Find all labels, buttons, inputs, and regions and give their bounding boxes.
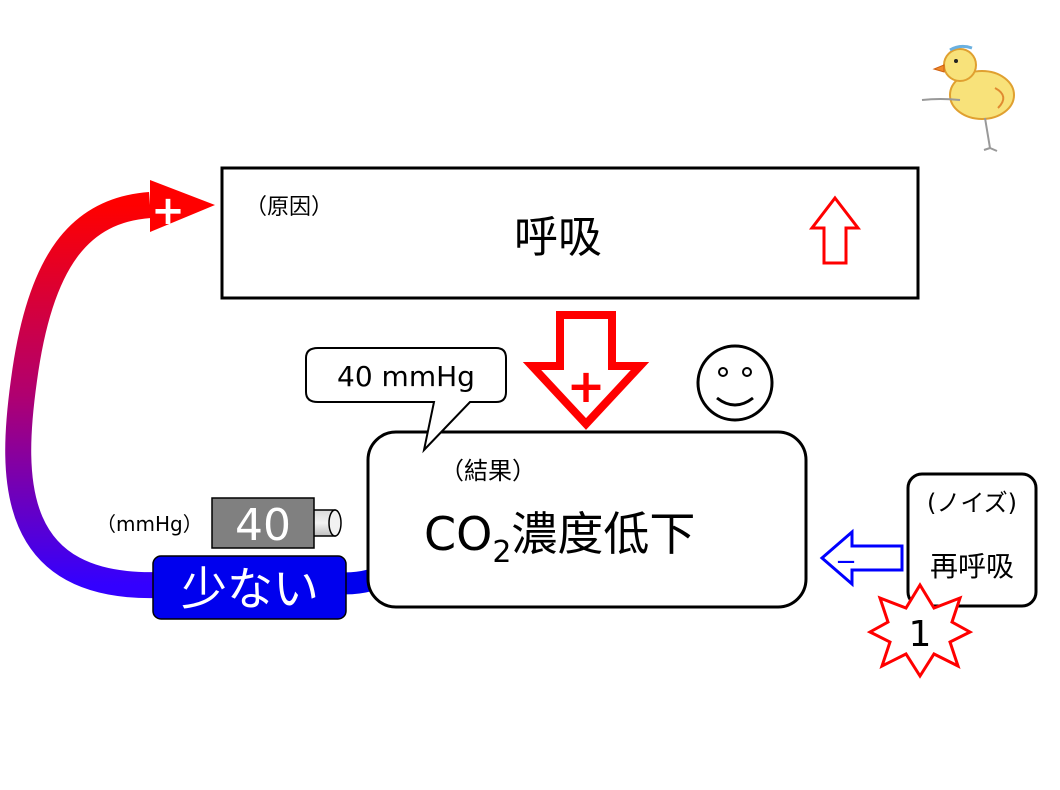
gauge-value: 40 xyxy=(235,500,291,551)
noise-box: (ノイズ) 再呼吸 xyxy=(906,472,1038,608)
value-callout: 40 mmHg xyxy=(305,347,507,454)
smiley-icon xyxy=(696,344,774,422)
burst-icon: 1 xyxy=(866,582,974,679)
increase-arrow-icon xyxy=(808,195,862,265)
effect-down-arrow: + xyxy=(522,311,650,430)
burst-label: 1 xyxy=(909,614,932,655)
chick-icon xyxy=(921,44,1015,152)
cause-title: 呼吸 xyxy=(514,212,602,263)
gauge-unit: （mmHg） xyxy=(96,512,203,536)
low-label-text: 少ない xyxy=(181,562,319,616)
loop-plus-sign: + xyxy=(151,188,185,234)
cause-box: （原因） 呼吸 xyxy=(220,166,920,300)
callout-text: 40 mmHg xyxy=(337,360,475,393)
minus-sign: − xyxy=(835,547,857,577)
low-label: 少ない xyxy=(152,555,347,620)
co2-gauge: （mmHg） 40 xyxy=(96,497,342,551)
noise-text: 再呼吸 xyxy=(930,550,1014,583)
cause-tag: （原因） xyxy=(245,195,333,220)
noise-tag: (ノイズ) xyxy=(927,489,1017,517)
plus-sign: + xyxy=(567,359,606,413)
noise-arrow: − xyxy=(819,528,904,588)
result-tag: （結果） xyxy=(440,457,536,485)
result-title: CO2濃度低下 xyxy=(424,507,695,570)
result-box: （結果） CO2濃度低下 xyxy=(366,430,808,609)
